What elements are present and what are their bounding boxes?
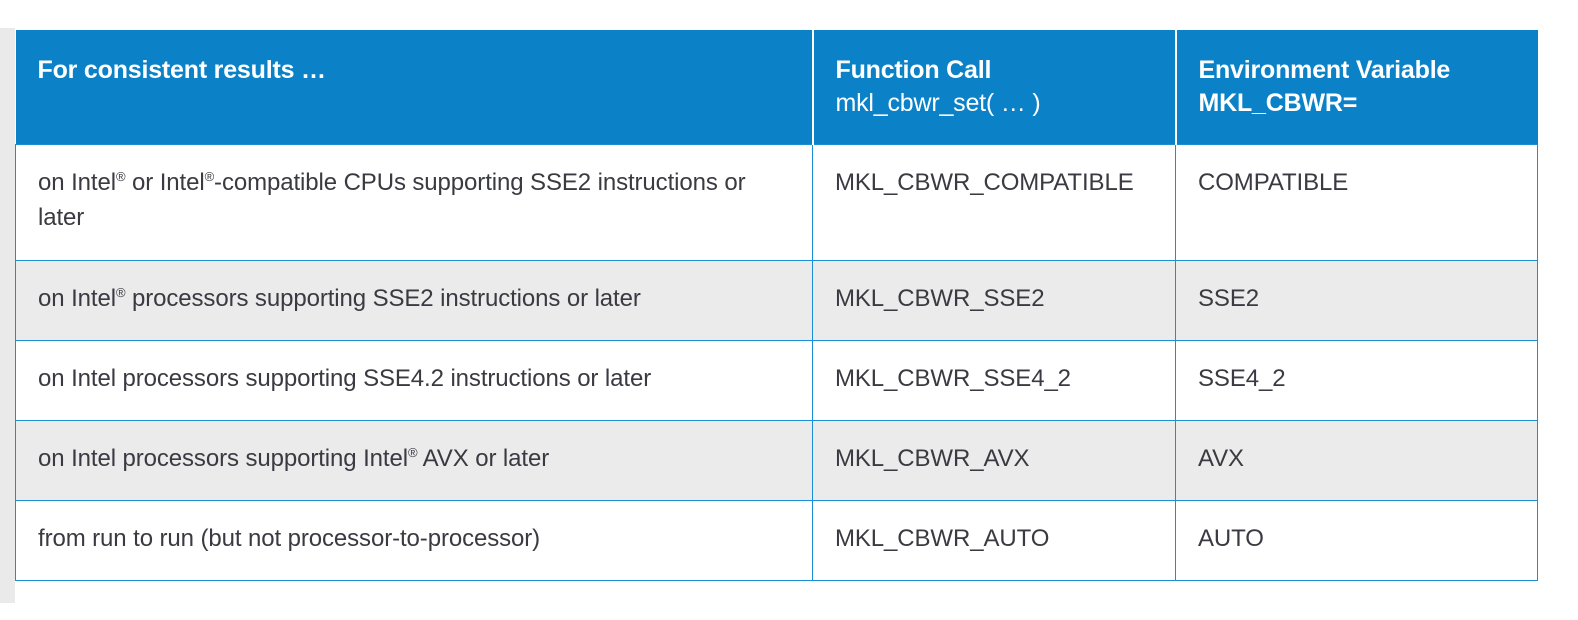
cell-function-call: MKL_CBWR_AUTO bbox=[812, 500, 1176, 581]
table-row: on Intel processors supporting Intel® AV… bbox=[15, 420, 1538, 501]
registered-mark: ® bbox=[115, 285, 126, 300]
header-row: For consistent results … Function Call m… bbox=[15, 30, 1538, 145]
column-header-function-call-line2: mkl_cbwr_set( … ) bbox=[835, 89, 1041, 117]
column-header-environment-variable: Environment Variable MKL_CBWR= bbox=[1174, 30, 1538, 145]
cell-description: on Intel processors supporting Intel® AV… bbox=[15, 420, 813, 501]
column-header-description: For consistent results … bbox=[15, 30, 813, 145]
cell-description: on Intel® processors supporting SSE2 ins… bbox=[15, 260, 813, 341]
table-body: on Intel® or Intel®-compatible CPUs supp… bbox=[15, 144, 1538, 581]
cell-environment-variable: COMPATIBLE bbox=[1175, 144, 1538, 261]
table-row: from run to run (but not processor-to-pr… bbox=[15, 500, 1538, 581]
registered-mark: ® bbox=[407, 445, 418, 460]
column-header-environment-variable-line1: Environment Variable bbox=[1198, 56, 1451, 84]
cell-function-call: MKL_CBWR_SSE4_2 bbox=[812, 340, 1176, 421]
registered-mark: ® bbox=[115, 169, 126, 184]
cell-description: on Intel® or Intel®-compatible CPUs supp… bbox=[15, 144, 813, 261]
cell-environment-variable: SSE2 bbox=[1175, 260, 1538, 341]
column-header-environment-variable-line2: MKL_CBWR= bbox=[1198, 89, 1358, 117]
cell-description: on Intel processors supporting SSE4.2 in… bbox=[15, 340, 813, 421]
column-header-description-line1: For consistent results … bbox=[37, 56, 327, 84]
cell-description: from run to run (but not processor-to-pr… bbox=[15, 500, 813, 581]
table-row: on Intel processors supporting SSE4.2 in… bbox=[15, 340, 1538, 421]
cbwr-table-container: For consistent results … Function Call m… bbox=[15, 30, 1538, 581]
cell-function-call: MKL_CBWR_COMPATIBLE bbox=[812, 144, 1176, 261]
cell-environment-variable: AVX bbox=[1175, 420, 1538, 501]
table-row: on Intel® processors supporting SSE2 ins… bbox=[15, 260, 1538, 341]
table-row: on Intel® or Intel®-compatible CPUs supp… bbox=[15, 144, 1538, 261]
registered-mark: ® bbox=[204, 169, 215, 184]
left-gutter-strip bbox=[0, 28, 15, 603]
cell-environment-variable: SSE4_2 bbox=[1175, 340, 1538, 421]
column-header-function-call-line1: Function Call bbox=[835, 56, 992, 84]
column-header-function-call: Function Call mkl_cbwr_set( … ) bbox=[811, 30, 1176, 145]
cell-environment-variable: AUTO bbox=[1175, 500, 1538, 581]
table-header: For consistent results … Function Call m… bbox=[15, 30, 1538, 145]
cbwr-settings-table: For consistent results … Function Call m… bbox=[15, 30, 1538, 581]
cell-function-call: MKL_CBWR_SSE2 bbox=[812, 260, 1176, 341]
cell-function-call: MKL_CBWR_AVX bbox=[812, 420, 1176, 501]
